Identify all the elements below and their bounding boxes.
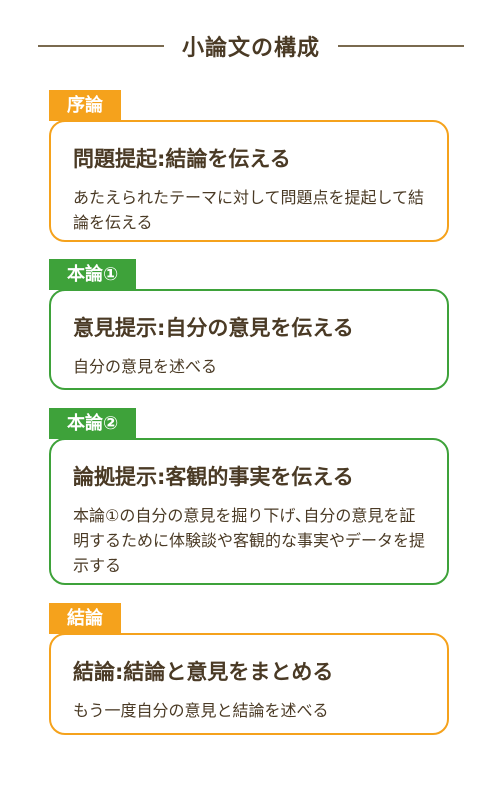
section-heading: 問題提起:結論を伝える xyxy=(73,147,291,171)
section-main-body-2: 本論② 論拠提示:客観的事実を伝える 本論①の自分の意見を掘り下げ､自分の意見を… xyxy=(49,408,449,585)
title-divider-right xyxy=(338,45,465,47)
section-tag: 本論① xyxy=(49,259,137,290)
section-body: もう一度自分の意見と結論を述べる xyxy=(73,701,329,720)
section-main-body-1: 本論① 意見提示:自分の意見を伝える 自分の意見を述べる xyxy=(49,259,449,390)
section-card: 結論:結論と意見をまとめる もう一度自分の意見と結論を述べる xyxy=(49,633,449,735)
section-card: 問題提起:結論を伝える あたえられたテーマに対して問題点を提起して結論を伝える xyxy=(49,120,449,242)
section-tag: 序論 xyxy=(49,90,121,121)
section-tag: 本論② xyxy=(49,408,137,439)
page-header: 小論文の構成 xyxy=(38,26,465,66)
page-title: 小論文の構成 xyxy=(182,36,321,61)
title-divider-left xyxy=(38,45,164,47)
section-heading: 意見提示:自分の意見を伝える xyxy=(73,316,354,340)
section-card: 意見提示:自分の意見を伝える 自分の意見を述べる xyxy=(49,289,449,390)
section-introduction: 序論 問題提起:結論を伝える あたえられたテーマに対して問題点を提起して結論を伝… xyxy=(49,90,449,242)
section-tag: 結論 xyxy=(49,603,121,634)
section-heading: 論拠提示:客観的事実を伝える xyxy=(73,465,354,489)
section-card: 論拠提示:客観的事実を伝える 本論①の自分の意見を掘り下げ､自分の意見を証明する… xyxy=(49,438,449,585)
section-body: 自分の意見を述べる xyxy=(73,357,218,376)
section-body: 本論①の自分の意見を掘り下げ､自分の意見を証明するために体験談や客観的な事実やデ… xyxy=(73,506,426,575)
section-body: あたえられたテーマに対して問題点を提起して結論を伝える xyxy=(73,188,425,232)
section-conclusion: 結論 結論:結論と意見をまとめる もう一度自分の意見と結論を述べる xyxy=(49,603,449,735)
section-heading: 結論:結論と意見をまとめる xyxy=(73,660,334,684)
